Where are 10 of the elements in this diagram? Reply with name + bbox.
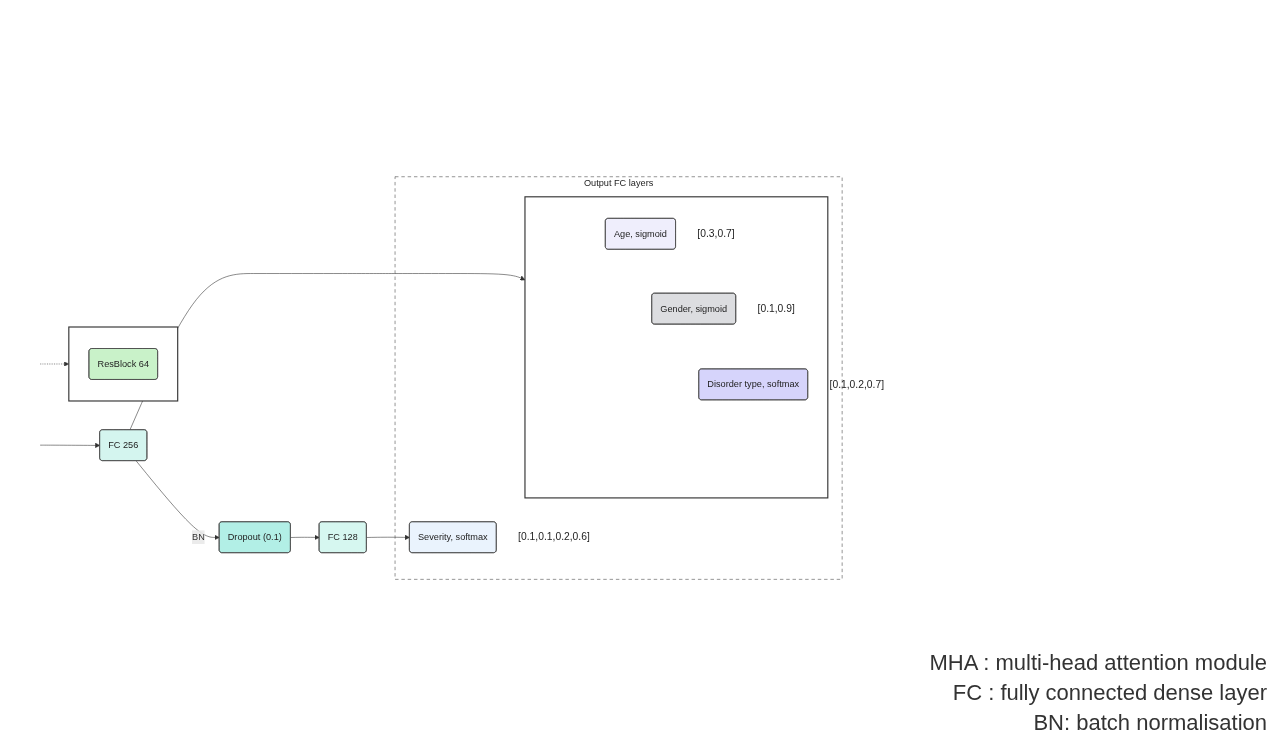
node-label: [0.3,0.7] <box>697 227 735 240</box>
legend-note: MHA : multi-head attention module <box>929 650 1267 676</box>
cluster <box>68 326 179 402</box>
legend-note: BN: batch normalisation <box>1033 710 1267 736</box>
node-label: [0.1,0.1,0.2,0.6] <box>518 531 590 543</box>
edge-label: BN <box>192 531 205 542</box>
node-label: [0.1,0.9] <box>757 302 795 315</box>
node-label: [0.1,0.2,0.7] <box>829 378 885 390</box>
legend-note: FC : fully connected dense layer <box>952 680 1267 706</box>
cluster <box>524 196 829 499</box>
